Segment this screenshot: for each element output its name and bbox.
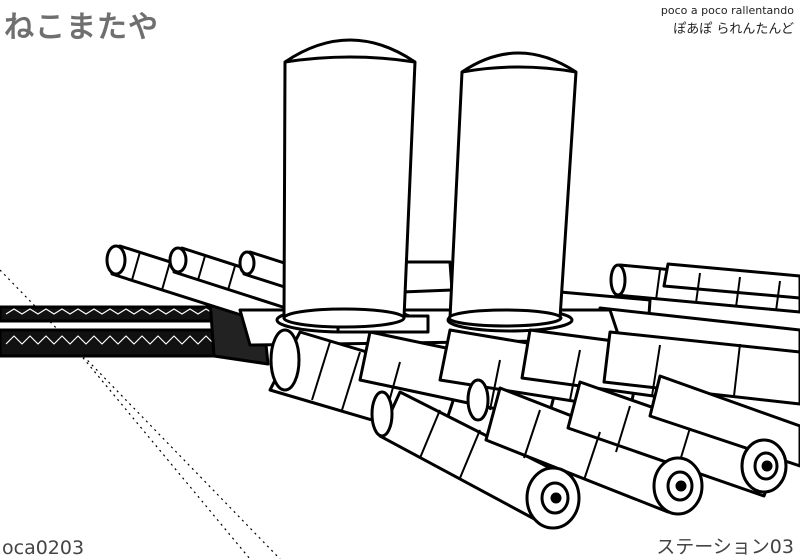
silo-left	[282, 38, 417, 329]
logo-text: ねこまたや	[4, 10, 159, 45]
truss-bridge	[0, 298, 270, 366]
brand-line-english: poco a poco rallentando	[660, 4, 794, 17]
cylinder-end-caps	[370, 378, 788, 530]
front-cylinders-row2	[378, 374, 800, 524]
silo-right	[447, 51, 578, 328]
brand-mark: poco a poco rallentando ぽあぽ られんたんど	[661, 4, 794, 38]
image-code-label: oca0203	[2, 537, 85, 559]
image-title-label: ステーション03	[656, 536, 794, 558]
brand-line-japanese: ぽあぽ られんたんど	[673, 22, 794, 37]
